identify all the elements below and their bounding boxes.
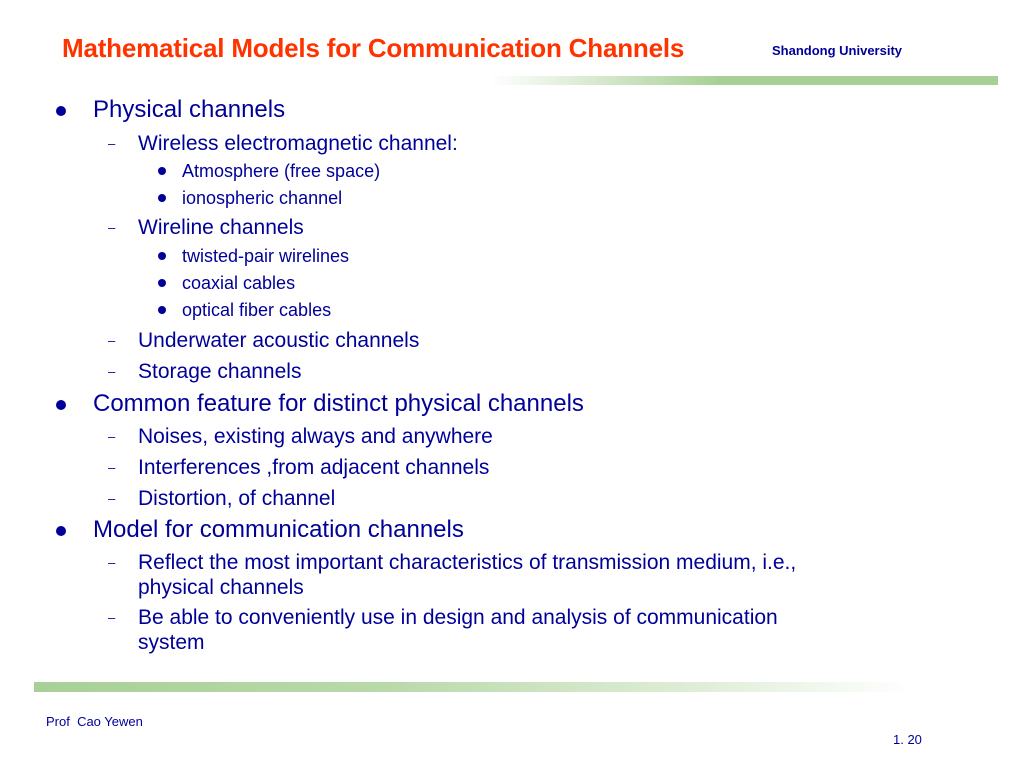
bullet-text: Physical channels — [93, 96, 286, 123]
sub-bullet-continuation: system — [138, 630, 205, 655]
bullet-dot-icon — [158, 306, 166, 314]
sub-sub-bullet-item: twisted-pair wirelines — [158, 246, 350, 267]
bullet-text: Common feature for distinct physical cha… — [93, 390, 584, 417]
sub-bullet-text: Distortion, of channel — [138, 487, 336, 510]
dash-icon: – — [108, 491, 116, 506]
sub-bullet-text: physical channels — [138, 576, 304, 599]
dash-icon: – — [108, 333, 116, 348]
slide-title: Mathematical Models for Communication Ch… — [62, 33, 685, 63]
dash-icon: – — [108, 220, 116, 235]
sub-bullet-item: – Underwater acoustic channels — [108, 328, 420, 353]
sub-bullet-item: – Interferences ,from adjacent channels — [108, 455, 490, 480]
sub-sub-bullet-text: coaxial cables — [182, 273, 296, 293]
sub-bullet-text: Storage channels — [138, 360, 302, 383]
sub-sub-bullet-item: coaxial cables — [158, 273, 296, 294]
dash-icon: – — [108, 460, 116, 475]
sub-bullet-text: Reflect the most important characteristi… — [138, 551, 797, 574]
bullet-dot-icon — [158, 279, 166, 287]
dash-icon: – — [108, 136, 116, 151]
footer-author: Prof Cao Yewen — [46, 714, 143, 729]
sub-bullet-text: Underwater acoustic channels — [138, 329, 420, 352]
bullet-dot-icon — [158, 167, 166, 175]
bottom-accent-bar — [34, 682, 914, 692]
bullet-item: Common feature for distinct physical cha… — [56, 390, 584, 418]
sub-bullet-item: – Storage channels — [108, 359, 302, 384]
sub-bullet-item: – Be able to conveniently use in design … — [108, 605, 778, 630]
top-accent-bar — [490, 76, 998, 85]
bullet-dot-icon — [56, 526, 66, 536]
dash-icon: – — [108, 610, 116, 625]
sub-bullet-text: Interferences ,from adjacent channels — [138, 456, 490, 479]
sub-sub-bullet-text: twisted-pair wirelines — [182, 246, 350, 266]
page-number: 1. 20 — [893, 732, 922, 747]
sub-bullet-item: – Wireless electromagnetic channel: — [108, 131, 458, 156]
sub-bullet-item: – Wireline channels — [108, 215, 304, 240]
bullet-dot-icon — [56, 106, 66, 116]
sub-bullet-text: Be able to conveniently use in design an… — [138, 606, 778, 629]
sub-bullet-item: – Reflect the most important characteris… — [108, 550, 797, 575]
sub-bullet-text: Wireline channels — [138, 216, 304, 239]
sub-sub-bullet-text: Atmosphere (free space) — [182, 161, 381, 181]
bullet-dot-icon — [158, 252, 166, 260]
bullet-item: Physical channels — [56, 96, 286, 124]
university-label: Shandong University — [772, 43, 903, 58]
sub-sub-bullet-text: optical fiber cables — [182, 300, 332, 320]
sub-sub-bullet-item: ionospheric channel — [158, 188, 343, 209]
dash-icon: – — [108, 429, 116, 444]
sub-sub-bullet-text: ionospheric channel — [182, 188, 343, 208]
sub-bullet-continuation: physical channels — [138, 575, 304, 600]
sub-bullet-text: Noises, existing always and anywhere — [138, 425, 493, 448]
dash-icon: – — [108, 555, 116, 570]
sub-sub-bullet-item: Atmosphere (free space) — [158, 161, 381, 182]
sub-bullet-item: – Distortion, of channel — [108, 486, 336, 511]
sub-sub-bullet-item: optical fiber cables — [158, 300, 332, 321]
sub-bullet-item: – Noises, existing always and anywhere — [108, 424, 493, 449]
dash-icon: – — [108, 364, 116, 379]
bullet-dot-icon — [158, 194, 166, 202]
sub-bullet-text: system — [138, 631, 205, 654]
bullet-item: Model for communication channels — [56, 516, 464, 544]
bullet-dot-icon — [56, 400, 66, 410]
bullet-text: Model for communication channels — [93, 516, 464, 543]
sub-bullet-text: Wireless electromagnetic channel: — [138, 132, 458, 155]
